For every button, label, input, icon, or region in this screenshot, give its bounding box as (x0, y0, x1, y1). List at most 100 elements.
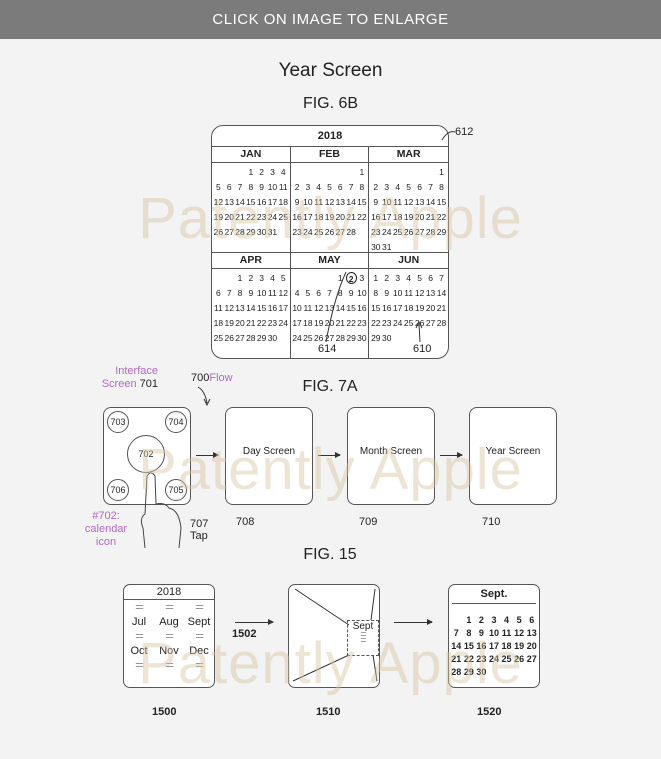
day-cell[interactable]: 5 (327, 182, 332, 192)
day-cell[interactable]: 5 (305, 288, 311, 298)
day-cell[interactable]: 8 (439, 182, 444, 192)
day-cell[interactable]: 13 (224, 197, 234, 207)
day-cell[interactable]: 12 (514, 628, 525, 638)
day-cell[interactable]: 14 (235, 197, 245, 207)
mini-month-label[interactable]: Dec (189, 645, 209, 657)
day-cell[interactable]: 15 (463, 641, 474, 651)
day-cell[interactable]: 21 (346, 212, 356, 222)
day-cell[interactable]: 14 (436, 288, 447, 298)
day-cell[interactable]: 26 (313, 333, 324, 343)
day-cell[interactable]: 14 (451, 641, 462, 651)
day-cell[interactable]: 27 (324, 333, 335, 343)
day-cell[interactable]: 20 (235, 318, 245, 328)
mini-month-label[interactable]: Jul (131, 616, 147, 628)
day-cell[interactable]: 2 (478, 615, 484, 625)
day-cell[interactable]: 19 (403, 212, 414, 222)
day-cell[interactable]: 24 (292, 333, 302, 343)
day-cell[interactable]: 3 (491, 615, 497, 625)
day-cell[interactable]: 17 (267, 197, 278, 207)
day-cell[interactable]: 1 (337, 273, 343, 283)
day-cell[interactable]: 16 (382, 303, 392, 313)
day-cell[interactable]: 13 (526, 628, 537, 638)
day-cell[interactable]: 23 (292, 227, 302, 237)
day-cell[interactable]: 9 (384, 288, 390, 298)
day-cell[interactable]: 11 (303, 303, 313, 313)
day-cell[interactable]: 8 (337, 288, 343, 298)
day-cell[interactable]: 27 (335, 227, 346, 237)
day-cell[interactable]: 22 (246, 212, 256, 222)
day-cell[interactable]: 22 (463, 654, 474, 664)
day-cell[interactable]: 23 (256, 212, 267, 222)
enlarge-banner[interactable]: CLICK ON IMAGE TO ENLARGE (0, 0, 661, 39)
day-cell[interactable]: 11 (404, 288, 414, 298)
day-cell[interactable]: 4 (395, 182, 401, 192)
day-cell[interactable]: 18 (501, 641, 512, 651)
day-cell[interactable]: 16 (256, 197, 267, 207)
day-cell[interactable]: 27 (235, 333, 245, 343)
day-cell[interactable]: 13 (335, 197, 346, 207)
day-cell[interactable]: 10 (267, 182, 278, 192)
day-cell[interactable]: 13 (324, 303, 335, 313)
day-cell[interactable]: 16 (371, 212, 381, 222)
day-cell[interactable]: 30 (476, 667, 487, 677)
day-cell[interactable]: 28 (451, 667, 462, 677)
day-cell[interactable]: 5 (216, 182, 221, 192)
day-cell[interactable]: 19 (224, 318, 234, 328)
day-cell[interactable]: 1 (359, 167, 365, 177)
day-cell[interactable]: 2 (384, 273, 390, 283)
day-cell[interactable]: 18 (403, 303, 414, 313)
day-cell[interactable]: 16 (476, 641, 487, 651)
day-cell[interactable]: 30 (357, 333, 367, 343)
app-icon-706[interactable]: 706 (107, 479, 129, 501)
day-cell[interactable]: 9 (294, 197, 300, 207)
mini-month-label[interactable]: Nov (159, 645, 179, 657)
day-cell[interactable]: 26 (324, 227, 335, 237)
day-cell[interactable]: 10 (382, 197, 392, 207)
day-cell[interactable]: 21 (451, 654, 462, 664)
day-cell[interactable]: 14 (425, 197, 436, 207)
day-cell[interactable]: 21 (335, 318, 346, 328)
day-cell[interactable]: 23 (357, 318, 367, 328)
day-cell[interactable]: 4 (504, 615, 510, 625)
day-cell[interactable]: 29 (463, 667, 474, 677)
day-cell[interactable]: 23 (371, 227, 381, 237)
day-cell[interactable]: 9 (348, 288, 354, 298)
day-cell[interactable]: 9 (478, 628, 484, 638)
day-cell[interactable]: 15 (357, 197, 367, 207)
day-cell[interactable]: 30 (267, 333, 278, 343)
day-cell[interactable]: 12 (278, 288, 288, 298)
day-cell[interactable]: 19 (313, 318, 324, 328)
day-cell[interactable]: 20 (224, 212, 234, 222)
day-cell[interactable]: 11 (501, 628, 512, 638)
day-cell[interactable]: 27 (425, 318, 436, 328)
day-cell[interactable]: 25 (213, 333, 224, 343)
day-cell[interactable]: 2 (373, 182, 379, 192)
day-cell[interactable]: 24 (267, 212, 278, 222)
day-cell[interactable]: 3 (359, 273, 365, 283)
day-cell[interactable]: 1 (439, 167, 444, 177)
day-cell[interactable]: 1 (373, 273, 379, 283)
day-cell[interactable]: 4 (316, 182, 322, 192)
day-cell[interactable]: 6 (216, 288, 221, 298)
day-cell[interactable]: 12 (224, 303, 234, 313)
day-cell[interactable]: 21 (235, 212, 245, 222)
day-cell[interactable]: 7 (226, 288, 232, 298)
day-cell[interactable]: 20 (526, 641, 537, 651)
day-cell[interactable]: 28 (425, 227, 436, 237)
day-cell[interactable]: 14 (346, 197, 356, 207)
day-cell[interactable]: 30 (382, 333, 392, 343)
day-cell[interactable]: 25 (501, 654, 512, 664)
day-cell[interactable]: 12 (403, 197, 414, 207)
day-cell[interactable]: 6 (226, 182, 232, 192)
day-cell[interactable]: 9 (259, 182, 264, 192)
interface-screen[interactable]: 703 704 702 706 705 (103, 407, 191, 505)
day-cell[interactable]: 2 (345, 272, 357, 284)
day-cell[interactable]: 15 (256, 303, 267, 313)
mini-month-label[interactable]: Sept (187, 616, 211, 628)
day-cell[interactable]: 3 (270, 167, 275, 177)
day-cell[interactable]: 24 (303, 227, 313, 237)
day-cell[interactable]: 22 (346, 318, 356, 328)
day-cell[interactable]: 18 (303, 318, 313, 328)
day-cell[interactable]: 2 (294, 182, 300, 192)
